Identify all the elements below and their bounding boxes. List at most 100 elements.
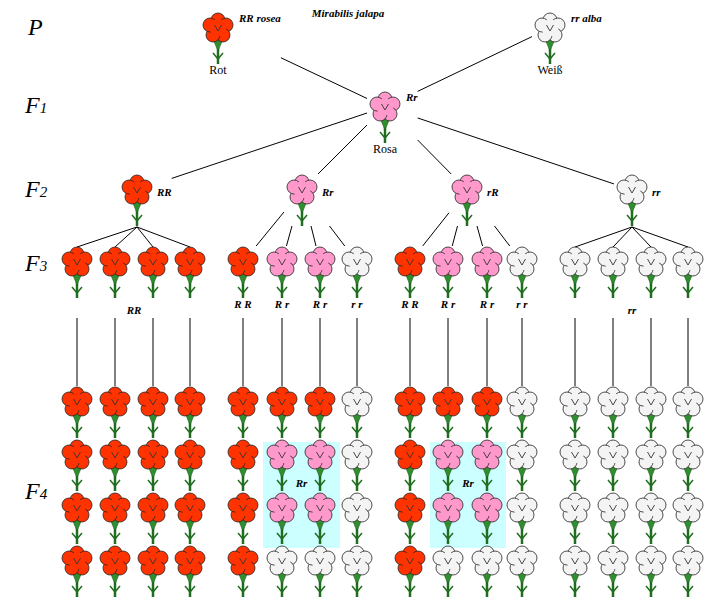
flower <box>100 546 130 597</box>
flower <box>636 546 666 597</box>
flower <box>472 493 502 544</box>
genotype-label: Rr <box>320 186 334 199</box>
flower <box>62 247 92 298</box>
flower <box>433 493 463 544</box>
flower <box>100 247 130 298</box>
lineage-line <box>418 37 532 92</box>
flower <box>175 493 205 544</box>
flower-node: r r <box>339 246 375 311</box>
flower <box>342 440 372 491</box>
genotype-label: rR <box>485 186 499 199</box>
lineage-line <box>522 318 523 386</box>
lineage-lines <box>77 227 688 247</box>
flower-node: Rr <box>284 174 334 226</box>
genotype-band: Rr <box>430 442 506 548</box>
flower <box>507 546 537 597</box>
flower <box>62 546 92 597</box>
flower <box>598 247 628 298</box>
lineage-line <box>410 318 411 386</box>
flower <box>395 387 425 438</box>
flower <box>342 546 372 597</box>
label-holder: F2 <box>25 176 47 204</box>
flower <box>560 546 590 597</box>
flower <box>507 493 537 544</box>
lineage-line <box>281 58 367 99</box>
lineage-line <box>137 227 190 247</box>
lineage-line <box>320 318 321 386</box>
flower <box>228 440 258 491</box>
flower <box>175 387 205 438</box>
lineage-line <box>575 227 632 247</box>
genotype-label: R r <box>480 298 494 311</box>
genotype-label: R R <box>401 298 418 311</box>
generation-label: F2 <box>25 176 47 204</box>
flower <box>267 247 297 298</box>
flower <box>472 247 502 298</box>
genotype-label: r r <box>351 298 362 311</box>
flower <box>636 493 666 544</box>
flower <box>267 546 297 597</box>
flower <box>62 440 92 491</box>
flower <box>395 546 425 597</box>
flower <box>100 493 130 544</box>
flower <box>62 387 92 438</box>
lineage-line <box>243 318 244 386</box>
generation-label: F3 <box>25 250 47 278</box>
lineage-line <box>632 227 688 247</box>
label-holder: rr <box>628 300 637 318</box>
flower-slot <box>504 246 540 298</box>
flower <box>287 175 317 226</box>
lineage-line <box>477 226 483 246</box>
flower-node: R r <box>430 246 466 311</box>
lineage-line <box>311 226 316 246</box>
flower <box>228 546 258 597</box>
genotype-label: rr <box>650 186 661 199</box>
label-holder: F4 <box>25 478 47 506</box>
lineage-line <box>613 318 614 386</box>
flower <box>535 13 565 64</box>
flower-node: R r <box>302 246 338 311</box>
genotype-label: RR rosea <box>236 12 281 25</box>
genotype-label: R r <box>441 298 455 311</box>
flower-slot <box>430 246 466 298</box>
flower <box>560 440 590 491</box>
lineage-line <box>190 318 191 386</box>
flower <box>305 440 335 491</box>
flower <box>598 546 628 597</box>
lineage-line <box>153 318 154 386</box>
label-holder: F1 <box>25 92 47 120</box>
flower-slot <box>119 174 155 226</box>
flower-node: RrRosa <box>367 91 418 157</box>
lineage-line <box>423 213 449 246</box>
genotype-label: rr <box>628 304 637 316</box>
flower <box>62 493 92 544</box>
lineage-line <box>282 318 283 386</box>
genotype-label: R r <box>275 298 289 311</box>
flower-slot <box>392 246 428 298</box>
flower <box>138 387 168 438</box>
flower <box>452 175 482 226</box>
flower <box>228 247 258 298</box>
flower <box>673 247 703 298</box>
lineage-line <box>495 226 510 246</box>
genotype-label: Rr <box>296 477 308 490</box>
flower <box>305 247 335 298</box>
flower-slot <box>302 246 338 298</box>
flower-node: R r <box>264 246 300 311</box>
flower-slot <box>339 246 375 298</box>
genotype-label: R R <box>234 298 251 311</box>
flower <box>395 440 425 491</box>
lineage-line <box>452 226 457 246</box>
flower <box>673 546 703 597</box>
flower <box>175 247 205 298</box>
title: Mirabilis jalapa <box>312 7 384 19</box>
lineage-lines <box>77 318 688 386</box>
flower <box>370 92 400 143</box>
flower <box>472 546 502 597</box>
flower <box>560 493 590 544</box>
flower <box>472 387 502 438</box>
genotype-label: Rr <box>403 91 418 104</box>
flower <box>560 247 590 298</box>
lineage-line <box>613 227 632 247</box>
flower-slot <box>284 174 320 226</box>
